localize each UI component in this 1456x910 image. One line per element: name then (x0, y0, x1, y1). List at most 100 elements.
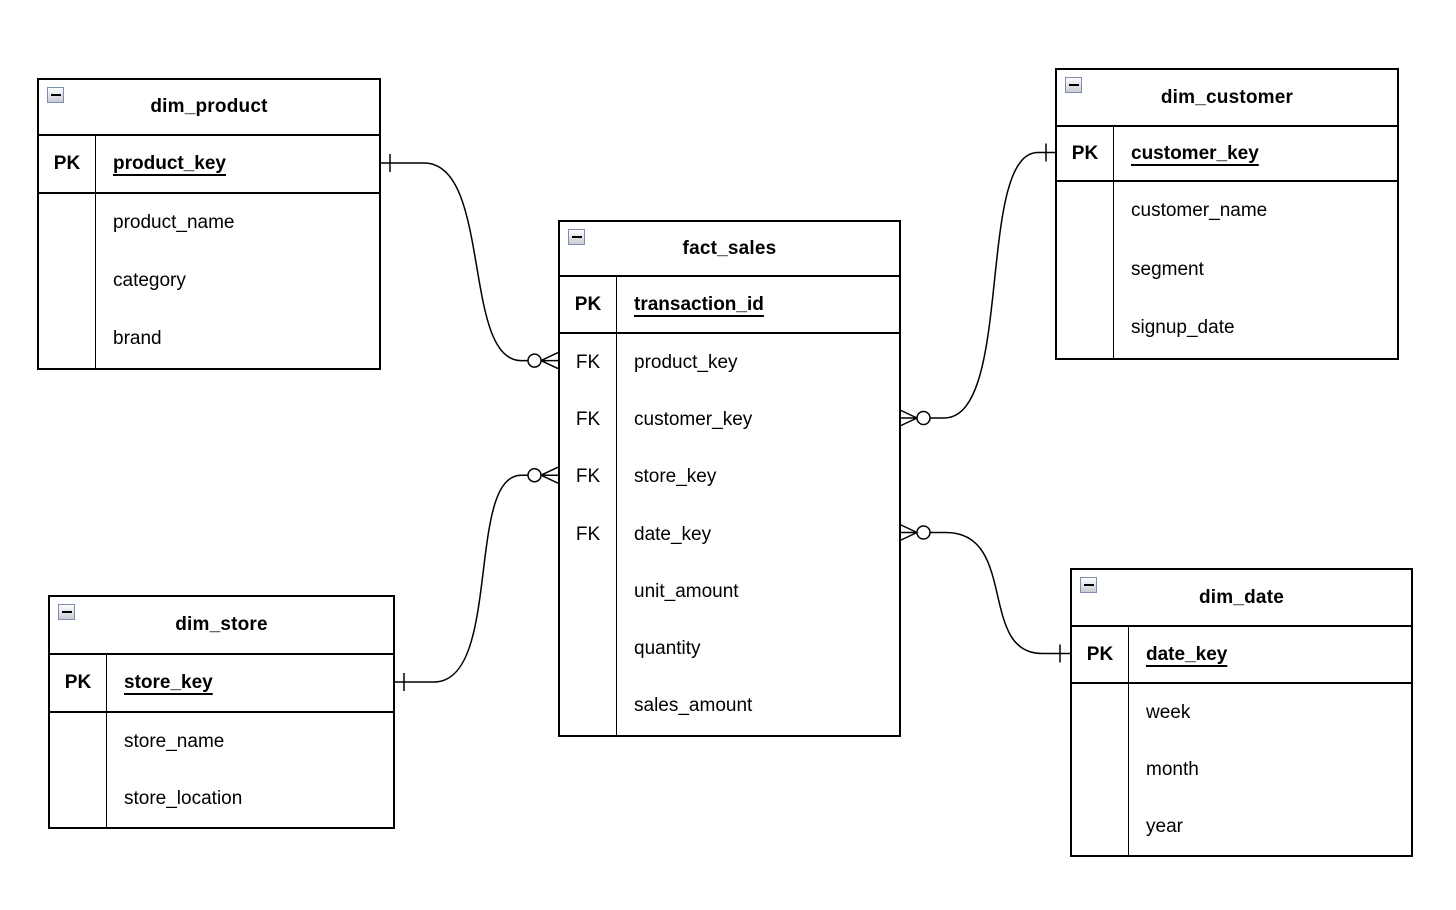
crow-foot-icon (899, 523, 918, 542)
entity-header: fact_sales (560, 222, 899, 277)
entity-dim-store[interactable]: dim_store PK store_key store_name store_… (48, 595, 395, 829)
minus-icon (61, 610, 72, 614)
collapse-button[interactable] (1080, 577, 1097, 593)
pk-row: PK store_key (50, 655, 393, 713)
relationship-store-key (395, 466, 559, 691)
attribute-row: customer_name (1057, 182, 1397, 241)
attribute-row: sales_amount (560, 677, 899, 736)
crow-foot-icon (899, 409, 918, 427)
attribute-list: store_name store_location (50, 713, 393, 827)
field-name: category (113, 270, 186, 291)
attribute-row: signup_date (1057, 299, 1397, 358)
field-name: unit_amount (634, 580, 739, 602)
cardinality-zero-circle (527, 353, 542, 368)
minus-icon (571, 235, 582, 239)
key-badge (39, 194, 96, 252)
attribute-list: customer_name segment signup_date (1057, 182, 1397, 358)
key-badge (560, 563, 617, 621)
pk-badge: PK (560, 277, 617, 332)
field-name: store_key (634, 466, 717, 488)
pk-badge: PK (1057, 127, 1114, 180)
field-name: brand (113, 328, 162, 349)
pk-field-name: date_key (1146, 643, 1228, 665)
entity-header: dim_store (50, 597, 393, 655)
field-name: date_key (634, 523, 712, 545)
crow-foot-icon (540, 466, 559, 484)
attribute-row: store_location (50, 770, 393, 827)
field-name: signup_date (1131, 317, 1235, 339)
field-name: product_key (634, 351, 738, 373)
attribute-row: month (1072, 741, 1411, 798)
crow-foot-icon (540, 351, 559, 370)
field-name: customer_name (1131, 200, 1268, 222)
pk-row: PK customer_key (1057, 127, 1397, 182)
field-name: month (1146, 758, 1199, 780)
pk-badge: PK (50, 655, 107, 711)
attribute-row: segment (1057, 240, 1397, 300)
collapse-button[interactable] (47, 87, 64, 103)
field-name: quantity (634, 638, 701, 660)
key-badge (1072, 684, 1129, 741)
table-title: dim_customer (1160, 86, 1294, 108)
field-name: store_location (124, 787, 243, 809)
pk-field-name: customer_key (1131, 142, 1259, 164)
key-badge (1057, 240, 1114, 300)
attribute-row: week (1072, 684, 1411, 741)
attribute-row: FK customer_key (560, 391, 899, 449)
collapse-button[interactable] (568, 229, 585, 245)
attribute-list: FK product_key FK customer_key FK store_… (560, 334, 899, 736)
table-title: dim_date (1198, 586, 1284, 608)
key-badge (39, 310, 96, 368)
entity-header: dim_customer (1057, 70, 1397, 127)
pk-field-name: store_key (124, 672, 213, 693)
key-badge (1072, 741, 1129, 798)
fk-badge: FK (560, 334, 617, 392)
key-badge (50, 770, 107, 827)
fk-badge: FK (560, 391, 617, 449)
attribute-row: FK store_key (560, 448, 899, 506)
entity-header: dim_product (39, 80, 379, 136)
key-badge (39, 252, 96, 310)
attribute-row: category (39, 252, 379, 310)
minus-icon (1068, 83, 1079, 87)
entity-dim-date[interactable]: dim_date PK date_key week month year (1070, 568, 1413, 857)
entity-dim-customer[interactable]: dim_customer PK customer_key customer_na… (1055, 68, 1399, 360)
pk-row: PK transaction_id (560, 277, 899, 334)
key-badge (560, 620, 617, 678)
key-badge (1057, 182, 1114, 241)
key-badge (50, 713, 107, 770)
collapse-button[interactable] (1065, 77, 1082, 93)
attribute-list: product_name category brand (39, 194, 379, 368)
attribute-list: week month year (1072, 684, 1411, 855)
entity-dim-product[interactable]: dim_product PK product_key product_name … (37, 78, 381, 370)
minus-icon (50, 93, 61, 97)
pk-field-name: product_key (113, 153, 226, 174)
pk-row: PK product_key (39, 136, 379, 194)
minus-icon (1083, 583, 1094, 587)
cardinality-zero-circle (527, 467, 542, 483)
table-title: fact_sales (682, 237, 777, 259)
collapse-button[interactable] (58, 604, 75, 620)
relationship-product-key (381, 154, 559, 370)
pk-row: PK date_key (1072, 627, 1411, 684)
key-badge (1057, 299, 1114, 358)
pk-badge: PK (1072, 627, 1129, 682)
field-name: segment (1131, 258, 1204, 280)
relationship-date-key (899, 523, 1070, 663)
field-name: week (1146, 701, 1191, 723)
entity-header: dim_date (1072, 570, 1411, 627)
field-name: customer_key (634, 408, 753, 430)
fk-badge: FK (560, 505, 617, 564)
table-title: dim_product (150, 96, 268, 117)
attribute-row: FK date_key (560, 505, 899, 564)
entity-fact-sales[interactable]: fact_sales PK transaction_id FK product_… (558, 220, 901, 738)
field-name: sales_amount (634, 695, 753, 717)
attribute-row: store_name (50, 713, 393, 770)
attribute-row: year (1072, 798, 1411, 855)
field-name: year (1146, 815, 1183, 837)
key-badge (560, 677, 617, 736)
cardinality-zero-circle (916, 410, 931, 426)
pk-field-name: transaction_id (634, 293, 764, 315)
fk-badge: FK (560, 448, 617, 506)
